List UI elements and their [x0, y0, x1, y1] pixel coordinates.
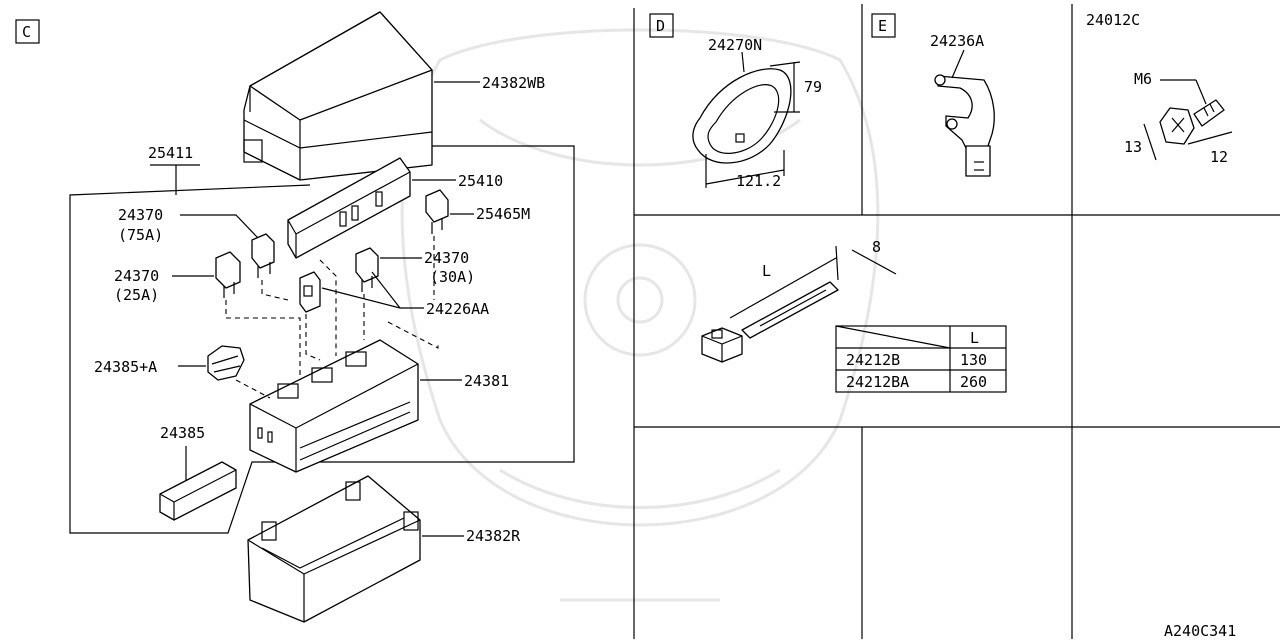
label-fuse-big: 25465M	[476, 205, 530, 223]
fuse-25a-part	[215, 251, 241, 298]
label-relay-cover: 25410	[458, 172, 503, 190]
label-fuse-75-num: 24370	[118, 206, 163, 224]
section-e-tag: E	[871, 13, 896, 38]
bottom-cover-part	[247, 475, 421, 623]
relay-cover-part	[287, 157, 411, 259]
section-d-letter: D	[656, 17, 665, 35]
bracket-illustration	[934, 49, 995, 177]
holder-part	[159, 461, 237, 521]
section-c-tag: C	[15, 19, 40, 44]
fuse-75a-part	[251, 233, 275, 278]
fuse-block-assembly: 24382WB 25411 25410 25465M 24370	[69, 11, 575, 623]
label-grommet-width: 121.2	[736, 172, 781, 190]
section-e-letter: E	[878, 17, 887, 35]
top-cover-part	[243, 11, 433, 181]
section-d-tag: D	[649, 13, 674, 38]
grommet-illustration	[692, 51, 801, 188]
alignment-guides	[225, 236, 439, 399]
label-bracket-part: 24236A	[930, 32, 984, 50]
table-row-2-part: 24212BA	[846, 373, 909, 391]
label-fuse-30-num: 24370	[424, 249, 469, 267]
label-fuse-30-rating: (30A)	[430, 268, 475, 286]
fuse-30a-part	[355, 247, 379, 292]
label-fuse-25-rating: (25A)	[114, 286, 159, 304]
label-bolt-length: 12	[1210, 148, 1228, 166]
terminal-a-part	[207, 345, 245, 381]
fuse-big-part	[425, 189, 449, 234]
label-grommet-part: 24270N	[708, 36, 762, 54]
label-block-frame: 25411	[148, 144, 193, 162]
label-cover-bottom: 24382R	[466, 527, 521, 545]
section-f-part: 24012C	[1086, 11, 1140, 29]
label-bolt-head: 13	[1124, 138, 1142, 156]
fuse-block-part	[249, 339, 419, 473]
label-fusible-link: 24226AA	[426, 300, 489, 318]
label-holder: 24385	[160, 424, 205, 442]
drawing-code: A240C341	[1164, 622, 1236, 639]
cable-tie-illustration	[701, 245, 897, 363]
section-grid	[633, 4, 1280, 639]
label-fuse-25-num: 24370	[114, 267, 159, 285]
section-c-letter: C	[22, 23, 31, 41]
label-fuse-75-rating: (75A)	[118, 226, 163, 244]
table-row-2-length: 260	[960, 373, 987, 391]
label-tie-width: 8	[872, 238, 881, 256]
label-terminal-a: 24385+A	[94, 358, 157, 376]
table-header-length: L	[970, 329, 979, 347]
fusible-link-part	[299, 271, 321, 313]
label-tie-length: L	[762, 262, 771, 280]
frame-25411-outline	[69, 145, 575, 534]
table-row-1-length: 130	[960, 351, 987, 369]
label-fuse-block: 24381	[464, 372, 509, 390]
label-cover-top: 24382WB	[482, 74, 545, 92]
label-bolt-thread: M6	[1134, 70, 1152, 88]
label-grommet-height: 79	[804, 78, 822, 96]
bolt-illustration	[1143, 79, 1233, 161]
table-row-1-part: 24212B	[846, 351, 900, 369]
tie-length-table: L 24212B 130 24212BA 260	[835, 325, 1007, 393]
